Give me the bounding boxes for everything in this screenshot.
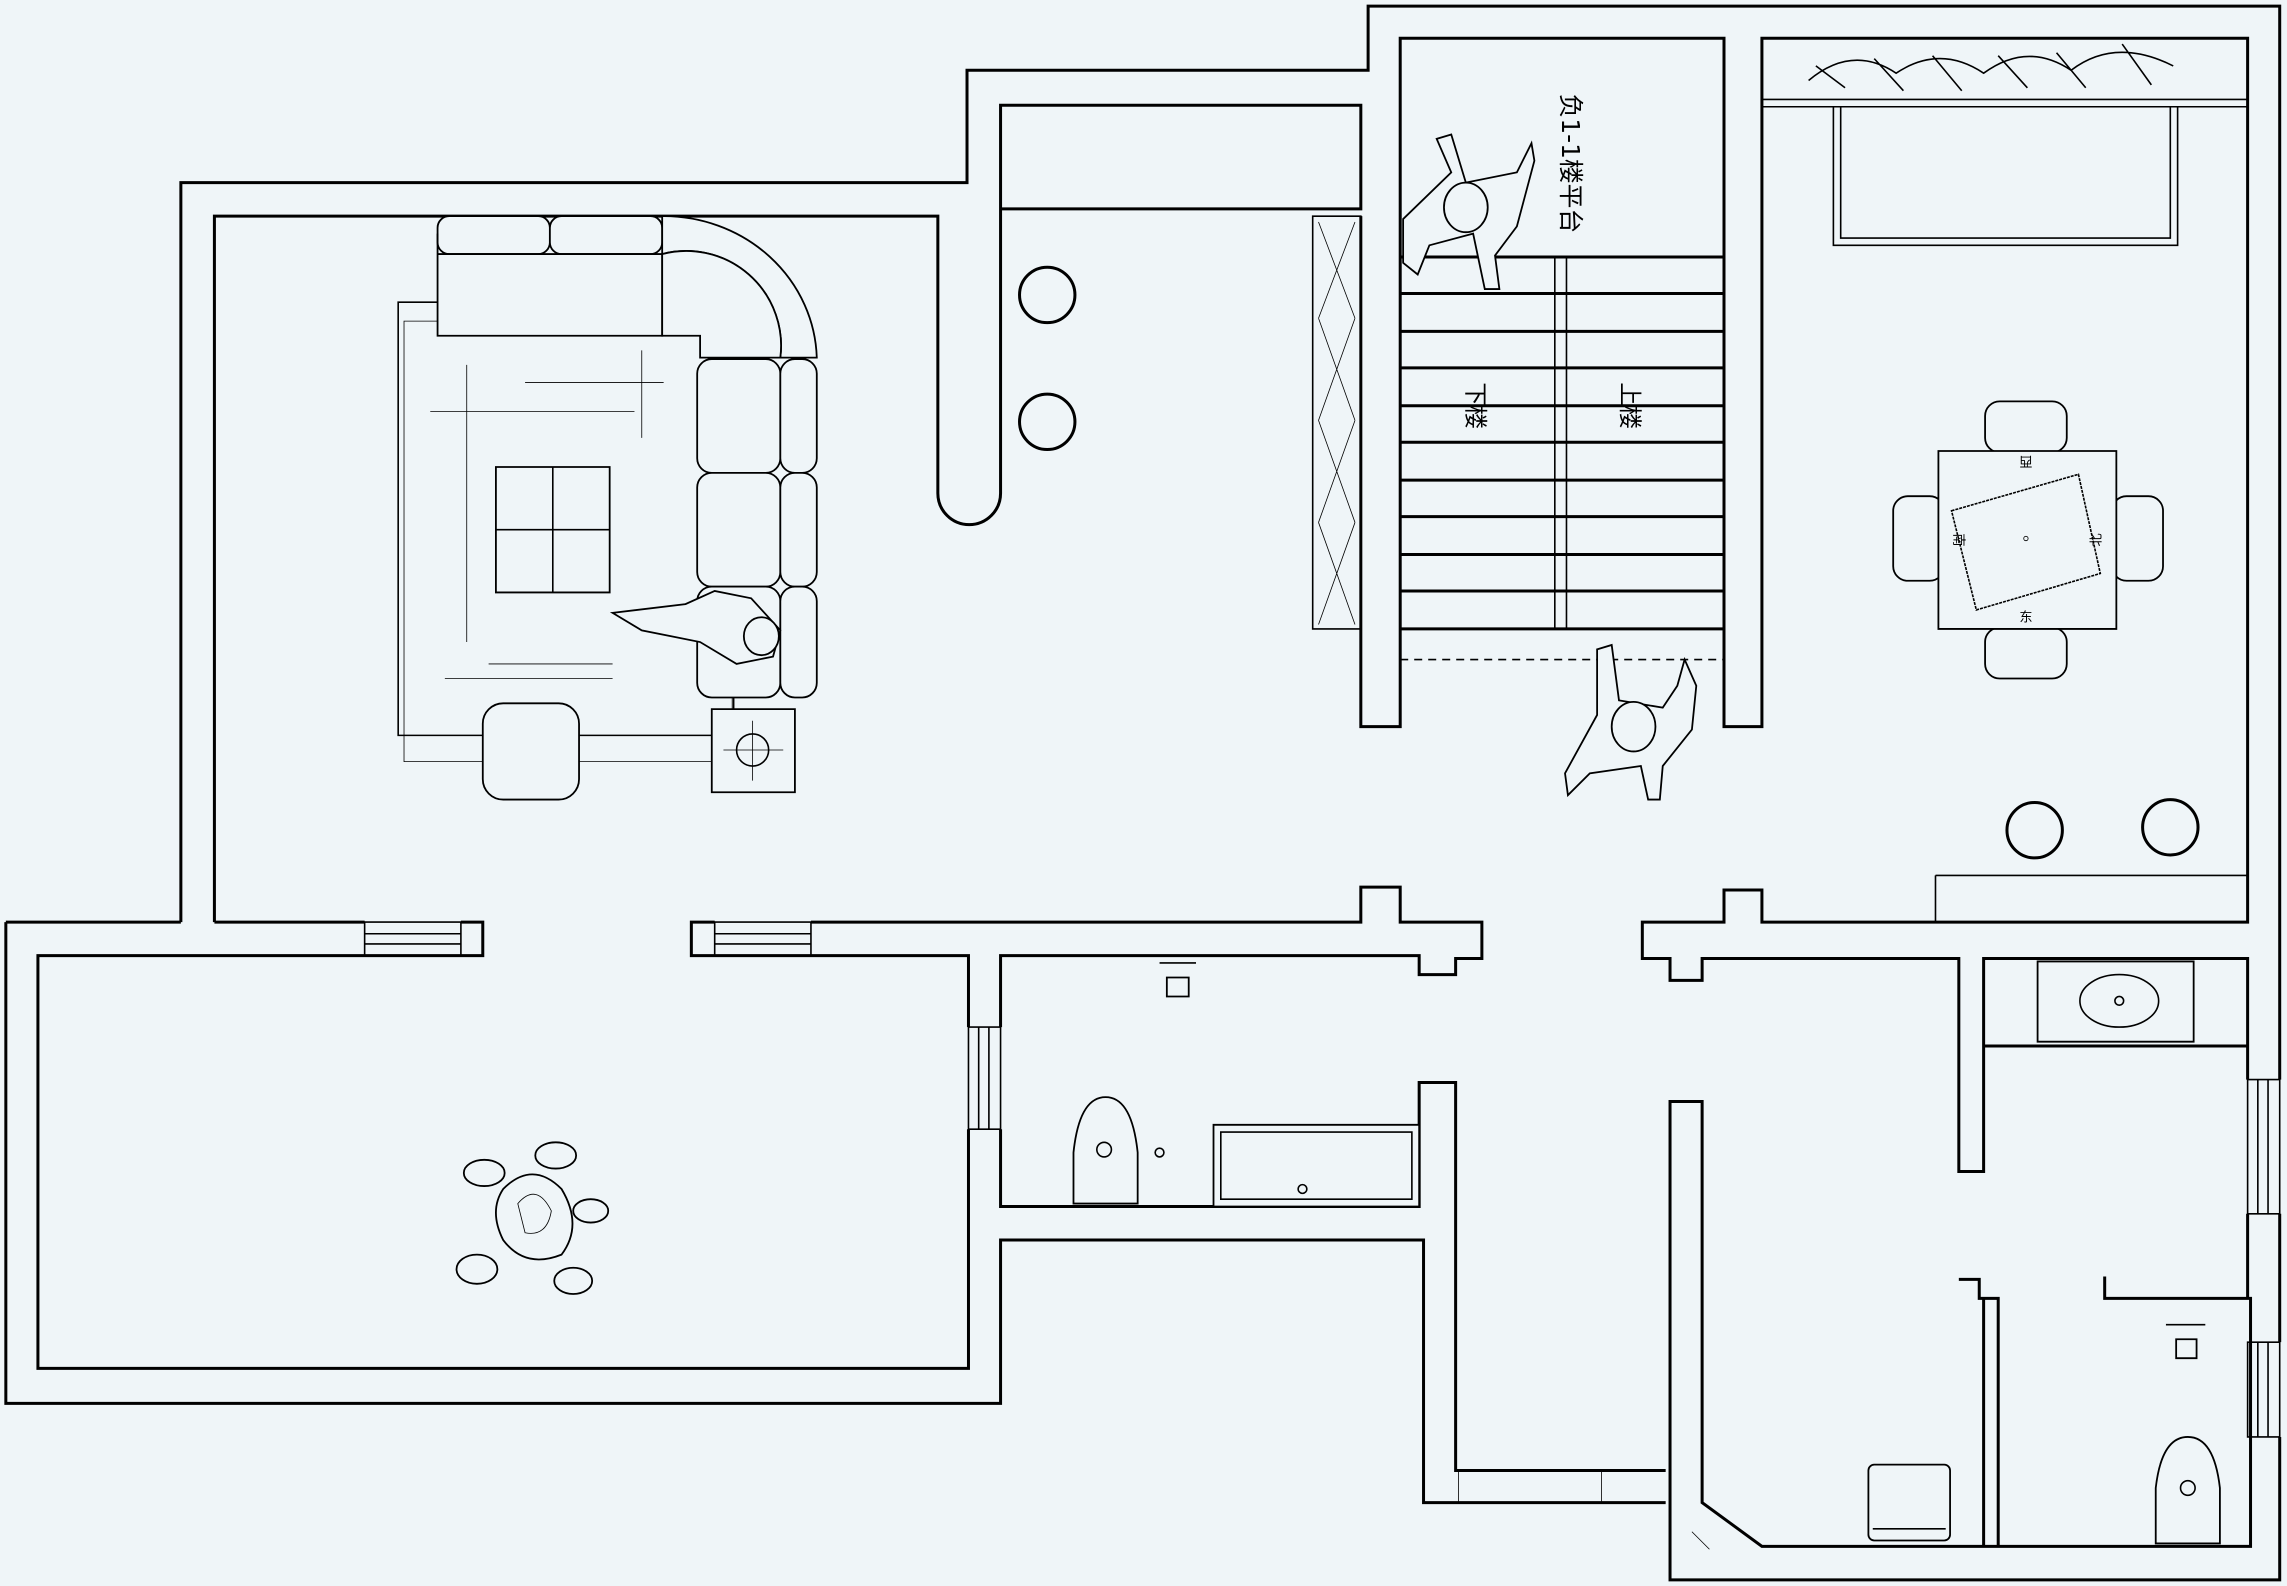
person-on-sofa: [613, 591, 781, 664]
table-label-south: 南: [1950, 533, 1966, 546]
side-table-lamp: [712, 709, 795, 792]
bathroom-fixtures: [1073, 961, 2219, 1543]
staircase: [1400, 257, 1724, 660]
windows: [365, 99, 2280, 1436]
table-label-west: 西: [2019, 453, 2032, 468]
rock-garden: [457, 1142, 609, 1294]
table-label-east: 东: [2019, 610, 2032, 626]
planter: [1809, 44, 2174, 91]
door-swing: [1459, 1470, 1710, 1549]
sofa: [438, 216, 817, 697]
mahjong-table: 西 南 北 东: [1893, 401, 2163, 678]
downstairs-label: 下楼: [1461, 382, 1489, 429]
person-top: [1403, 134, 1534, 289]
person-bottom: [1565, 645, 1696, 800]
ottoman: [483, 703, 579, 799]
columns: [1020, 267, 2199, 858]
platform-label: 负1-1楼平台: [1556, 94, 1585, 234]
walls: [6, 6, 2280, 1580]
stair-railing: [1313, 216, 1361, 629]
upstairs-label: 上楼: [1616, 382, 1644, 429]
table-label-north: 北: [2088, 533, 2104, 546]
